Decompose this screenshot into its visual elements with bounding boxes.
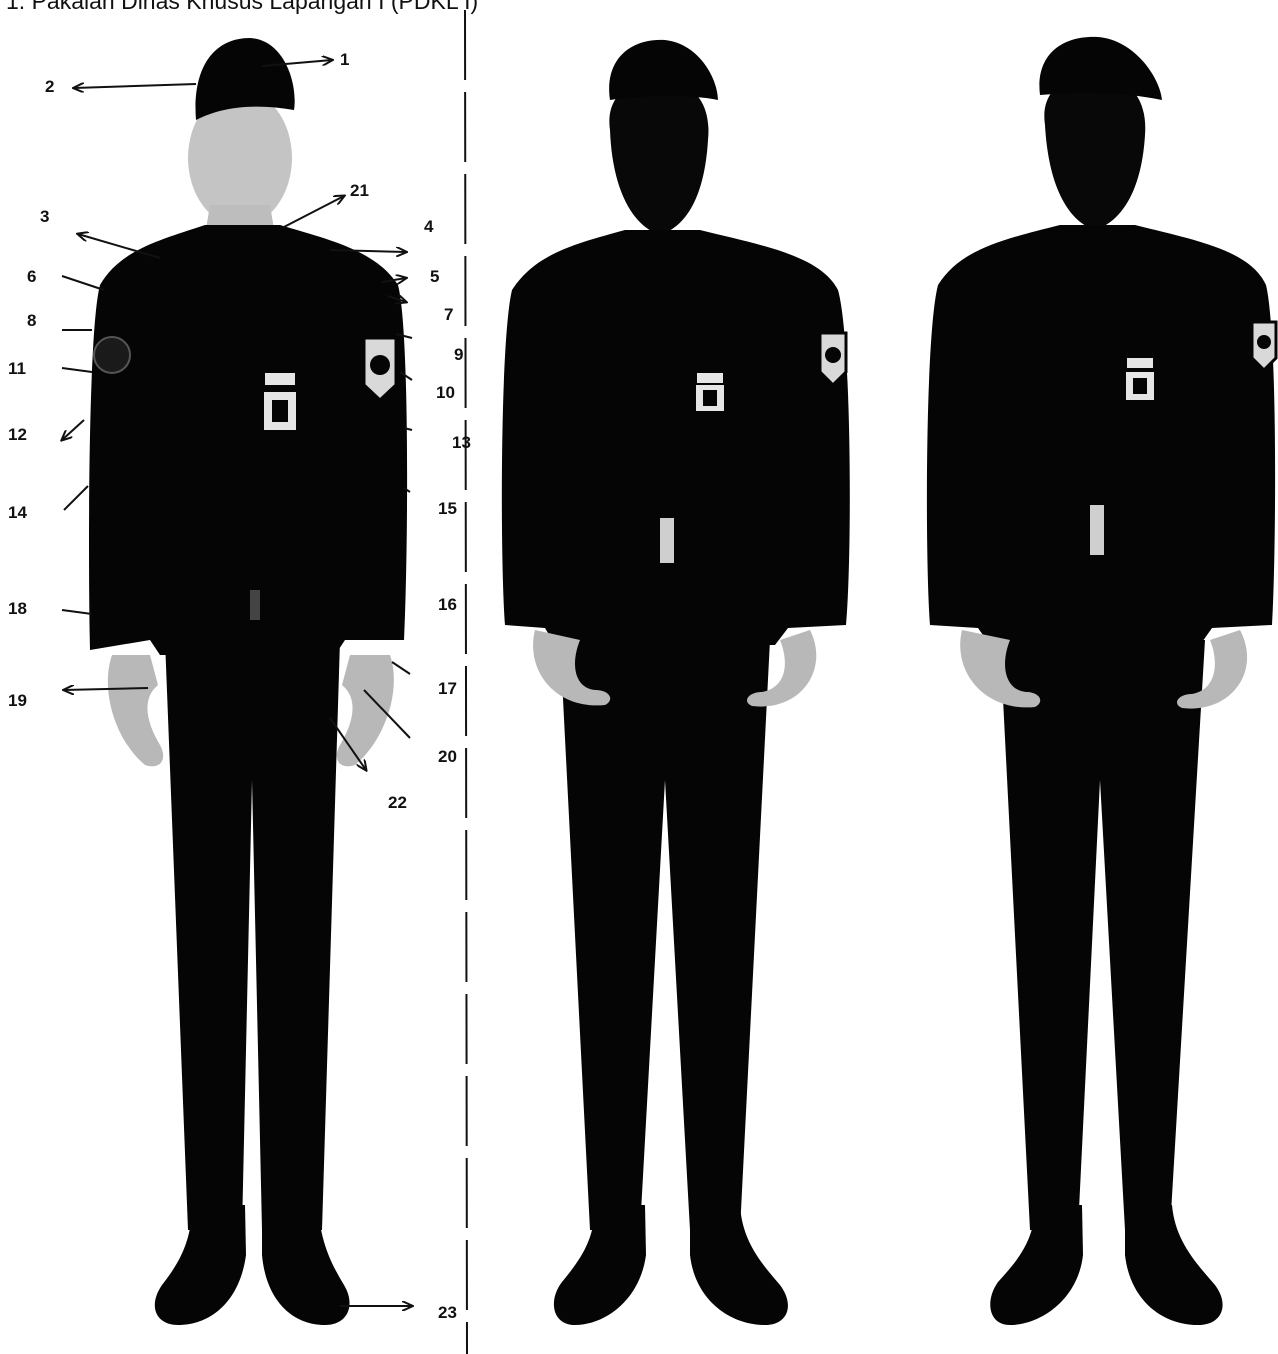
patch-emblem bbox=[370, 355, 390, 375]
callout-20: 20 bbox=[438, 747, 457, 766]
callout-12: 12 bbox=[8, 425, 27, 444]
callout-4: 4 bbox=[424, 217, 434, 236]
face bbox=[609, 80, 708, 235]
callout-21: 21 bbox=[350, 181, 369, 200]
figure-front-labeled bbox=[89, 38, 407, 1325]
figure-front-right bbox=[927, 37, 1276, 1325]
name-tag bbox=[1127, 358, 1153, 368]
line-14 bbox=[64, 486, 88, 510]
line-18 bbox=[62, 610, 92, 614]
right-hand bbox=[337, 655, 394, 766]
right-shoe bbox=[690, 1205, 788, 1325]
callout-2: 2 bbox=[45, 77, 54, 96]
figure-front-center bbox=[502, 40, 850, 1325]
line-11 bbox=[62, 368, 92, 372]
left-hand bbox=[108, 655, 163, 766]
trousers bbox=[560, 640, 770, 1230]
callout-1: 1 bbox=[340, 50, 349, 69]
line-17 bbox=[392, 662, 410, 674]
callout-5: 5 bbox=[430, 267, 439, 286]
arrow-12 bbox=[62, 420, 84, 440]
belt-buckle bbox=[250, 590, 260, 620]
name-tag bbox=[697, 373, 723, 383]
patch-emblem bbox=[825, 347, 841, 363]
belt-buckle bbox=[660, 518, 674, 563]
callout-13: 13 bbox=[452, 433, 471, 452]
callout-18: 18 bbox=[8, 599, 27, 618]
face bbox=[1044, 75, 1145, 230]
patch-emblem bbox=[1257, 335, 1271, 349]
callout-9: 9 bbox=[454, 345, 463, 364]
callout-6: 6 bbox=[27, 267, 36, 286]
line-6 bbox=[62, 276, 104, 290]
jacket bbox=[89, 225, 407, 655]
right-shoe bbox=[1125, 1205, 1223, 1325]
callout-14: 14 bbox=[8, 503, 27, 522]
callout-23: 23 bbox=[438, 1303, 457, 1322]
callout-7: 7 bbox=[444, 305, 453, 324]
arrow-21 bbox=[282, 196, 344, 228]
left-shoe bbox=[990, 1205, 1083, 1325]
callout-15: 15 bbox=[438, 499, 457, 518]
chest-badge-center bbox=[272, 400, 288, 422]
callout-19: 19 bbox=[8, 691, 27, 710]
divider-line bbox=[465, 10, 467, 1354]
callout-22: 22 bbox=[388, 793, 407, 812]
left-shoe bbox=[554, 1205, 646, 1325]
callout-17: 17 bbox=[438, 679, 457, 698]
belt-buckle bbox=[1090, 505, 1104, 555]
callout-16: 16 bbox=[438, 595, 457, 614]
callout-8: 8 bbox=[27, 311, 36, 330]
trousers bbox=[165, 640, 340, 1230]
arrow-2 bbox=[74, 84, 196, 88]
callout-10: 10 bbox=[436, 383, 455, 402]
jacket bbox=[502, 230, 850, 645]
callout-3: 3 bbox=[40, 207, 49, 226]
beret bbox=[609, 40, 718, 100]
left-shoulder-patch bbox=[94, 337, 130, 373]
chest-badge-center bbox=[1133, 378, 1147, 394]
chest-badge-center bbox=[703, 390, 717, 406]
trousers bbox=[1000, 640, 1205, 1230]
jacket bbox=[927, 225, 1275, 645]
right-shoe bbox=[262, 1205, 350, 1325]
name-tag bbox=[265, 373, 295, 385]
beret bbox=[1039, 37, 1162, 100]
callout-11: 11 bbox=[8, 359, 26, 378]
left-shoe bbox=[155, 1205, 246, 1325]
